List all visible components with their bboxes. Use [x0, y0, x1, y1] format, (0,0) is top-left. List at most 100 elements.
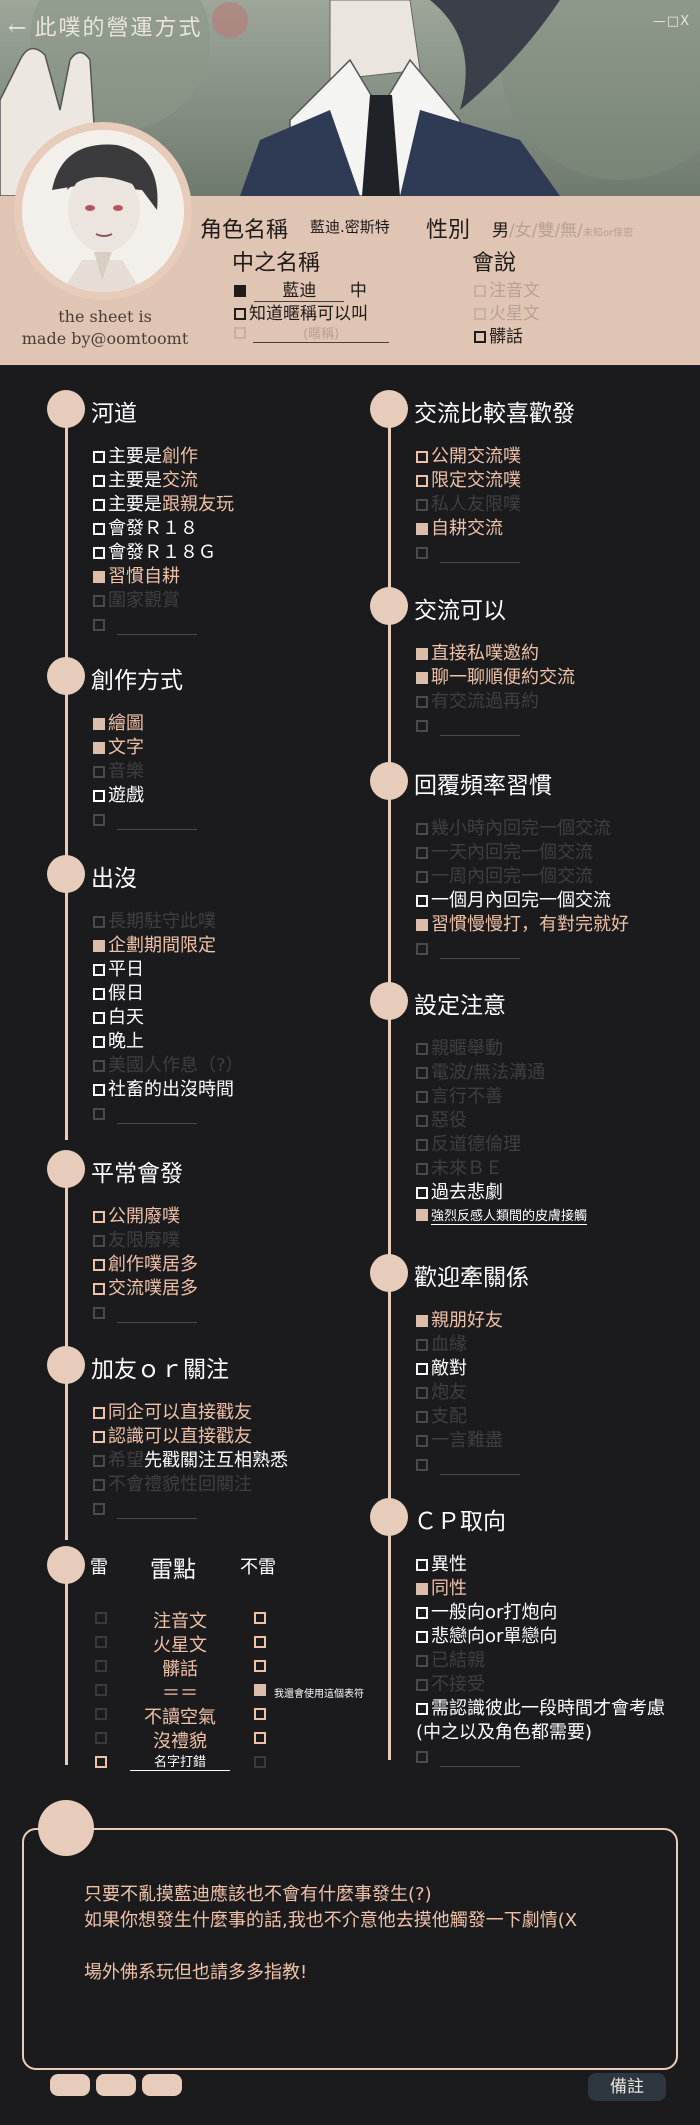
list-item[interactable]: 社畜的出沒時間: [93, 1079, 234, 1101]
checkbox[interactable]: [93, 1307, 105, 1319]
list-item[interactable]: 同性: [416, 1578, 467, 1600]
chinese-name-checkbox[interactable]: [234, 285, 246, 297]
checkbox[interactable]: [93, 964, 105, 976]
list-item[interactable]: 晚上: [93, 1031, 144, 1053]
checkbox[interactable]: [416, 1315, 428, 1327]
checkbox[interactable]: [93, 814, 105, 826]
checkbox[interactable]: [416, 1043, 428, 1055]
list-item[interactable]: 悲戀向or單戀向: [416, 1626, 557, 1648]
checkbox[interactable]: [416, 1067, 428, 1079]
checkbox[interactable]: [416, 499, 428, 511]
checkbox[interactable]: [416, 1703, 428, 1715]
checkbox[interactable]: [416, 943, 428, 955]
know-nickname-checkbox[interactable]: [234, 308, 246, 320]
checkbox[interactable]: [416, 1209, 428, 1221]
role-name-value[interactable]: 藍迪.密斯特: [310, 218, 390, 236]
list-item[interactable]: 會發Ｒ１８: [93, 518, 198, 540]
checkbox[interactable]: [93, 1211, 105, 1223]
checkbox[interactable]: [93, 499, 105, 511]
checkbox[interactable]: [416, 1187, 428, 1199]
list-item[interactable]: 習慣自耕: [93, 566, 180, 588]
thunder-left-checkbox[interactable]: [95, 1684, 107, 1696]
page-pill-2[interactable]: [96, 2074, 136, 2096]
list-item[interactable]: 幾小時內回完一個交流: [416, 818, 611, 840]
blank-item[interactable]: [93, 1498, 108, 1520]
remark-button[interactable]: 備註: [588, 2073, 666, 2101]
checkbox[interactable]: [93, 1060, 105, 1072]
blank-item[interactable]: [416, 715, 431, 737]
checkbox[interactable]: [416, 1751, 428, 1763]
checkbox[interactable]: [416, 1363, 428, 1375]
list-item[interactable]: 一般向or打炮向: [416, 1602, 557, 1624]
checkbox[interactable]: [416, 672, 428, 684]
list-item[interactable]: 美國人作息（?）: [93, 1055, 244, 1077]
checkbox[interactable]: [93, 595, 105, 607]
checkbox[interactable]: [416, 1139, 428, 1151]
checkbox[interactable]: [416, 1387, 428, 1399]
blank-item[interactable]: [93, 809, 108, 831]
checkbox[interactable]: [416, 895, 428, 907]
thunder-left-checkbox[interactable]: [95, 1612, 107, 1624]
checkbox[interactable]: [93, 1479, 105, 1491]
thunder-left-checkbox[interactable]: [95, 1636, 107, 1648]
blank-item[interactable]: [416, 938, 431, 960]
blank-item[interactable]: [93, 1302, 108, 1324]
list-item[interactable]: 交流噗居多: [93, 1278, 198, 1300]
list-item[interactable]: 電波/無法溝通: [416, 1062, 545, 1084]
thunder-left-checkbox[interactable]: [95, 1756, 107, 1768]
list-item[interactable]: 認識可以直接戳友: [93, 1426, 252, 1448]
checkbox[interactable]: [416, 1459, 428, 1471]
checkbox[interactable]: [416, 1411, 428, 1423]
list-item[interactable]: 一天內回完一個交流: [416, 842, 593, 864]
checkbox[interactable]: [93, 718, 105, 730]
thunder-left-checkbox[interactable]: [95, 1732, 107, 1744]
checkbox[interactable]: [93, 766, 105, 778]
gender-other-options[interactable]: /女/雙/無/: [509, 221, 583, 241]
list-item[interactable]: 自耕交流: [416, 518, 503, 540]
nickname-checkbox[interactable]: [234, 327, 246, 339]
list-item[interactable]: 直接私噗邀約: [416, 643, 539, 665]
checkbox[interactable]: [93, 1084, 105, 1096]
blank-item[interactable]: [93, 614, 108, 636]
list-item[interactable]: 強烈反感人類間的皮膚接觸: [416, 1206, 588, 1228]
list-item[interactable]: 文字: [93, 737, 144, 759]
thunder-right-checkbox[interactable]: [254, 1636, 266, 1648]
list-item[interactable]: 繪圖: [93, 713, 144, 735]
list-item[interactable]: 假日: [93, 983, 144, 1005]
list-item[interactable]: 主要是創作: [93, 446, 198, 468]
thunder-right-checkbox[interactable]: [254, 1732, 266, 1744]
checkbox[interactable]: [416, 1435, 428, 1447]
checkbox[interactable]: [93, 1108, 105, 1120]
thunder-left-checkbox[interactable]: [95, 1660, 107, 1672]
checkbox[interactable]: [416, 451, 428, 463]
checkbox[interactable]: [416, 1607, 428, 1619]
checkbox[interactable]: [93, 1259, 105, 1271]
list-item[interactable]: 惡役: [416, 1110, 467, 1132]
checkbox[interactable]: [416, 1163, 428, 1175]
window-controls[interactable]: —□X: [652, 14, 690, 29]
list-item[interactable]: 言行不善: [416, 1086, 503, 1108]
checkbox[interactable]: [416, 823, 428, 835]
list-item[interactable]: 一周內回完一個交流: [416, 866, 593, 888]
gender-options[interactable]: 男/女/雙/無/未知or保密: [492, 216, 633, 241]
checkbox[interactable]: [416, 1631, 428, 1643]
blank-item[interactable]: [416, 542, 431, 564]
checkbox[interactable]: [93, 1503, 105, 1515]
thunder-right-checkbox[interactable]: [254, 1684, 266, 1696]
checkbox[interactable]: [93, 547, 105, 559]
checkbox[interactable]: [93, 619, 105, 631]
list-item[interactable]: 公開交流噗: [416, 446, 521, 468]
thunder-right-checkbox[interactable]: [254, 1660, 266, 1672]
speaks-checkbox[interactable]: [474, 285, 486, 297]
list-item[interactable]: 未來ＢＥ: [416, 1158, 503, 1180]
checkbox[interactable]: [93, 451, 105, 463]
checkbox[interactable]: [93, 916, 105, 928]
speaks-item-2[interactable]: 火星文: [474, 299, 540, 324]
thunder-right-checkbox[interactable]: [254, 1612, 266, 1624]
checkbox[interactable]: [93, 523, 105, 535]
checkbox[interactable]: [416, 919, 428, 931]
checkbox[interactable]: [416, 1339, 428, 1351]
checkbox[interactable]: [416, 1679, 428, 1691]
checkbox[interactable]: [93, 1407, 105, 1419]
speaks-checkbox[interactable]: [474, 331, 486, 343]
